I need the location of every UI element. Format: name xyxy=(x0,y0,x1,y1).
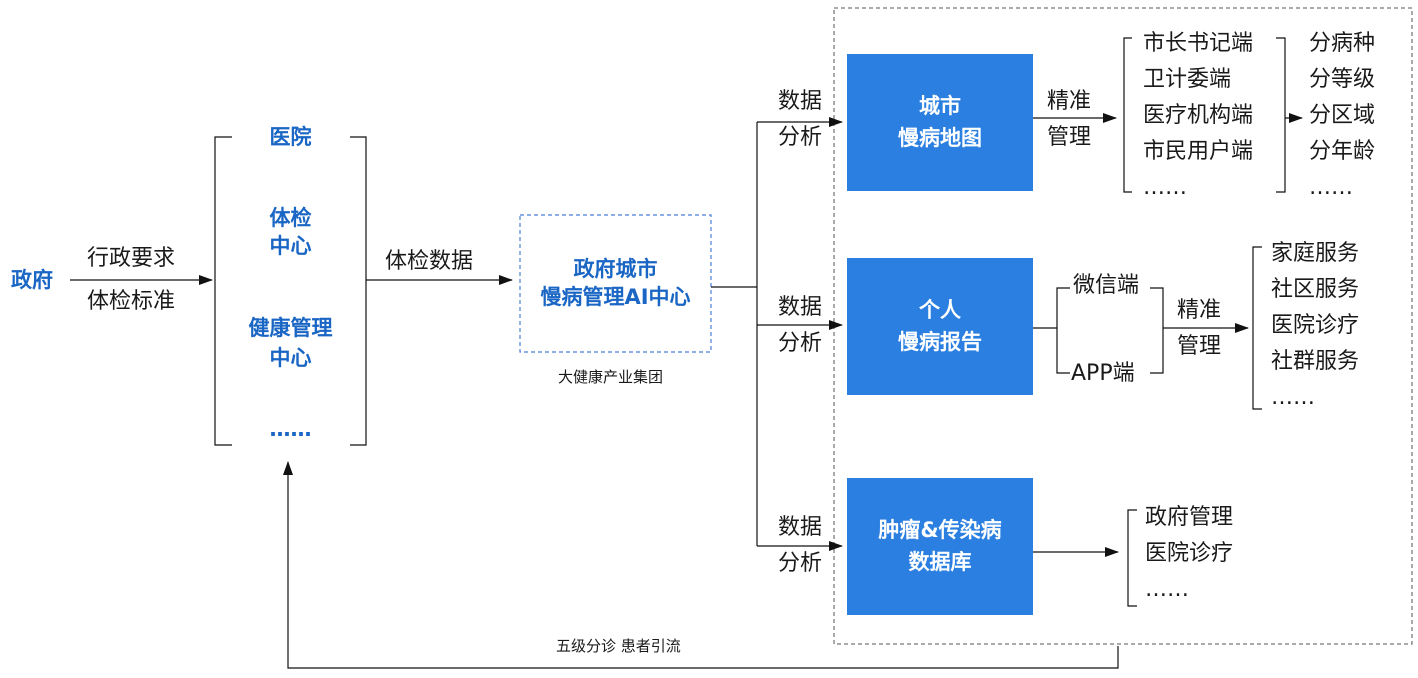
institution-right-bracket xyxy=(350,136,367,446)
dimension-item: …… xyxy=(1309,175,1353,200)
uses-bracket xyxy=(1127,509,1137,607)
hospital-label: 医院 xyxy=(269,125,312,149)
terminal-item: 卫计委端 xyxy=(1143,67,1232,92)
ai-center-line2: 慢病管理AI中心 xyxy=(540,285,691,309)
institution-left-bracket xyxy=(214,136,232,446)
usage-list: 政府管理 医院诊疗 …… xyxy=(1145,500,1233,608)
terminals-right-bracket xyxy=(1276,37,1286,193)
checkup-data-label: 体检数据 xyxy=(385,249,474,274)
wechat-app-bracket xyxy=(1056,287,1070,374)
services-bracket xyxy=(1252,246,1262,410)
wechat-terminal-label: 微信端 xyxy=(1073,273,1140,298)
terminal-item: 市民用户端 xyxy=(1143,139,1254,164)
data-analysis-bottom: 数据 分析 xyxy=(778,515,823,576)
report-precise-mgmt: 精准 管理 xyxy=(1177,298,1222,359)
ai-center-frame xyxy=(519,214,712,353)
service-list: 家庭服务 社区服务 医院诊疗 社群服务 …… xyxy=(1271,236,1359,416)
dimension-item: 分等级 xyxy=(1309,67,1376,92)
government-label: 政府 xyxy=(11,268,53,292)
service-item: 医院诊疗 xyxy=(1271,313,1360,338)
usage-item: 政府管理 xyxy=(1145,505,1234,530)
health-center-line2: 中心 xyxy=(269,346,312,370)
checkup-center-line1: 体检 xyxy=(269,206,312,230)
terminal-list: 市长书记端 卫计委端 医疗机构端 市民用户端 …… xyxy=(1143,26,1253,206)
terminal-item: 医疗机构端 xyxy=(1143,103,1254,128)
usage-item: …… xyxy=(1145,577,1189,602)
city-precise-mgmt: 精准 管理 xyxy=(1047,89,1092,150)
ai-center: 政府城市 慢病管理AI中心 xyxy=(520,255,711,311)
dimension-item: 分区域 xyxy=(1309,103,1376,128)
institution-list: 医院 体检 中心 健康管理 中心 …… xyxy=(215,124,366,442)
personal-report-box: 个人慢病报告 xyxy=(847,258,1033,395)
data-analysis-middle: 数据 分析 xyxy=(778,295,823,356)
institution-more: …… xyxy=(269,417,312,441)
tumor-infectious-db-box: 肿瘤&传染病数据库 xyxy=(847,478,1033,615)
wechat-app-right-bracket xyxy=(1150,287,1164,374)
dimension-item: 分年龄 xyxy=(1309,139,1376,164)
terminals-bracket xyxy=(1123,37,1132,193)
checkup-standard-label: 体检标准 xyxy=(87,289,176,314)
service-item: 家庭服务 xyxy=(1271,241,1360,266)
ai-center-caption: 大健康产业集团 xyxy=(558,368,664,386)
service-item: 社区服务 xyxy=(1271,277,1360,302)
service-item: …… xyxy=(1271,385,1315,410)
city-chronic-map-box: 城市慢病地图 xyxy=(847,54,1033,191)
ai-center-line1: 政府城市 xyxy=(573,257,658,281)
terminal-item: 市长书记端 xyxy=(1143,31,1254,56)
service-item: 社群服务 xyxy=(1271,349,1360,374)
feedback-label: 五级分诊 患者引流 xyxy=(556,637,681,655)
app-terminal-label: APP端 xyxy=(1071,361,1135,386)
checkup-center-line2: 中心 xyxy=(269,234,312,258)
usage-item: 医院诊疗 xyxy=(1145,541,1234,566)
dimension-item: 分病种 xyxy=(1309,31,1376,56)
health-center-line1: 健康管理 xyxy=(248,316,333,340)
admin-requirement-label: 行政要求 xyxy=(87,246,176,271)
data-analysis-top: 数据 分析 xyxy=(778,89,823,150)
dimension-list: 分病种 分等级 分区域 分年龄 …… xyxy=(1309,26,1375,206)
feedback-line xyxy=(283,461,1119,669)
terminal-item: …… xyxy=(1143,175,1187,200)
